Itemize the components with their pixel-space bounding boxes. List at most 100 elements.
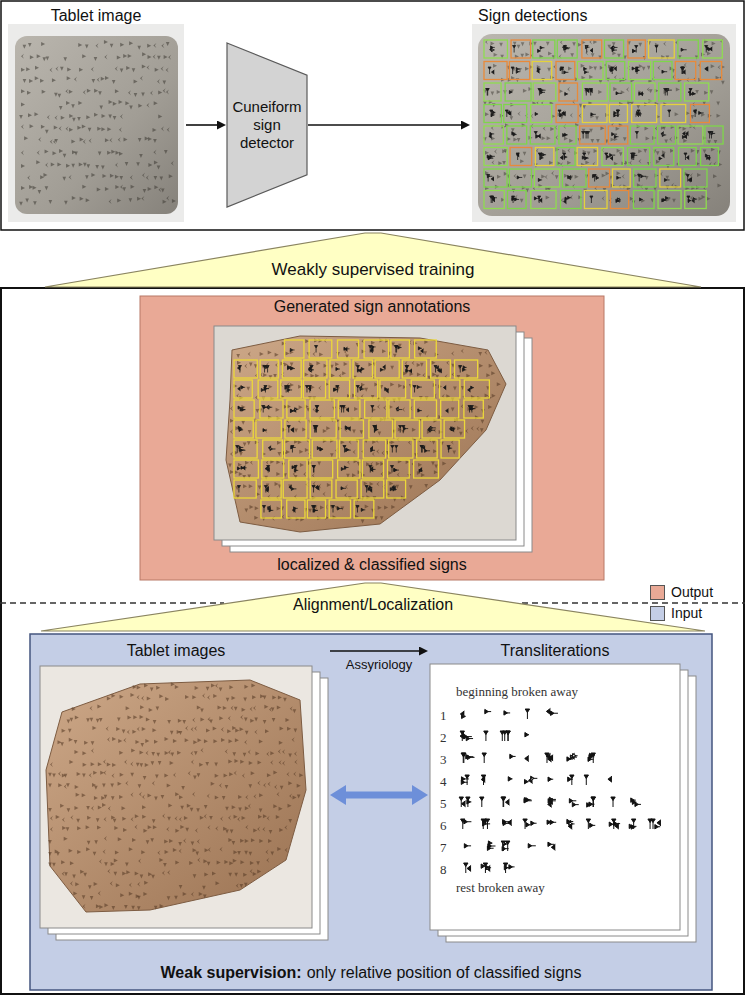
wedge-mark <box>497 90 501 94</box>
detection-box <box>509 169 531 187</box>
wedge-mark <box>116 727 120 731</box>
wedge-mark <box>153 54 156 59</box>
wedge-mark <box>317 462 321 466</box>
wedge-mark <box>494 53 498 57</box>
annotation-box <box>303 380 325 398</box>
sign-glyph <box>449 427 455 432</box>
wedge-mark <box>67 76 71 80</box>
wedge-mark <box>198 738 202 742</box>
box-outline <box>484 83 501 101</box>
wedge-mark <box>142 173 145 178</box>
wedge-mark <box>205 762 209 766</box>
wedge-mark <box>162 871 165 876</box>
wedge-mark <box>85 44 89 48</box>
annotation-box <box>330 360 350 378</box>
wedge-mark <box>70 815 73 820</box>
wedge-mark <box>130 773 134 777</box>
box-outline <box>484 169 507 187</box>
detection-box <box>678 126 703 144</box>
wedge-mark <box>179 795 183 799</box>
wedge-mark <box>69 738 73 742</box>
wedge-mark <box>276 472 280 476</box>
box-outline <box>505 83 531 101</box>
wedge-mark <box>94 57 98 61</box>
wedge-mark <box>54 125 58 129</box>
wedge-mark <box>204 814 207 819</box>
box-outline <box>531 105 552 123</box>
box-outline <box>363 440 385 458</box>
sign-glyph <box>262 506 273 513</box>
wedge-mark <box>154 176 158 180</box>
box-outline <box>389 440 413 458</box>
wedge-mark <box>293 771 296 776</box>
annotation-box <box>464 400 483 418</box>
wedge-mark <box>109 199 112 204</box>
wedge-mark <box>94 796 98 800</box>
wedge-mark <box>267 773 271 777</box>
wedge-mark <box>204 805 208 809</box>
wedge-mark <box>228 815 231 820</box>
wedge-mark <box>219 716 223 720</box>
detection-box <box>533 83 556 101</box>
wedge-mark <box>114 859 118 863</box>
wedge-mark <box>154 185 158 189</box>
wedge-mark <box>33 186 37 190</box>
wedge-mark <box>249 761 253 765</box>
sign-glyph <box>262 405 273 412</box>
wedge-mark <box>547 136 551 140</box>
wedge-mark <box>58 783 62 787</box>
wedge-mark <box>124 760 127 765</box>
wedge-mark <box>153 150 156 155</box>
box-outline <box>310 460 333 478</box>
wedge-mark <box>344 362 348 366</box>
wedge-mark <box>233 859 237 863</box>
annotation-box <box>441 440 459 458</box>
wedge-mark <box>312 473 315 478</box>
wedge-mark <box>244 509 248 513</box>
wedge-mark <box>197 839 200 844</box>
wedge-mark <box>167 817 171 821</box>
wedge-mark <box>303 472 306 477</box>
wedge-mark <box>164 839 168 843</box>
wedge-mark <box>170 731 174 735</box>
box-outline <box>395 420 419 438</box>
wedge-mark <box>304 372 308 376</box>
wedge-mark <box>232 752 236 756</box>
wedge-mark <box>21 164 25 168</box>
sign-glyph <box>705 67 709 71</box>
wedge-mark <box>93 852 97 856</box>
wedge-mark <box>184 816 188 820</box>
top-frame <box>1 1 744 230</box>
wedge-mark <box>171 161 174 166</box>
annotation-box <box>431 360 451 378</box>
box-outline <box>577 62 603 80</box>
wedge-mark <box>37 150 40 155</box>
wedge-mark <box>114 872 118 876</box>
wedge-mark <box>154 160 158 164</box>
wedge-mark <box>268 782 271 787</box>
sign-glyph <box>708 132 715 139</box>
wedge-mark <box>91 67 94 72</box>
wedge-mark <box>153 139 157 143</box>
wedge-mark <box>84 741 88 745</box>
sign-glyph <box>505 110 511 117</box>
wedge-mark <box>140 76 143 81</box>
wedge-mark <box>107 127 111 131</box>
wedge-mark <box>115 163 118 168</box>
wedge-mark <box>382 349 386 353</box>
annotation-box <box>395 420 419 438</box>
wedge-mark <box>63 57 67 61</box>
wedge-mark <box>165 751 169 755</box>
wedge-mark <box>77 826 81 830</box>
box-outline <box>340 420 363 438</box>
box-outline <box>628 40 645 58</box>
wedge-mark <box>569 139 573 143</box>
wedge-mark <box>478 352 482 356</box>
wedge-mark <box>99 106 103 110</box>
wedge-mark <box>178 842 182 846</box>
wedge-mark <box>718 65 721 70</box>
wedge-mark <box>147 44 151 48</box>
wedge-mark <box>38 137 41 142</box>
box-outline <box>678 40 698 58</box>
annotation-box <box>234 440 257 458</box>
